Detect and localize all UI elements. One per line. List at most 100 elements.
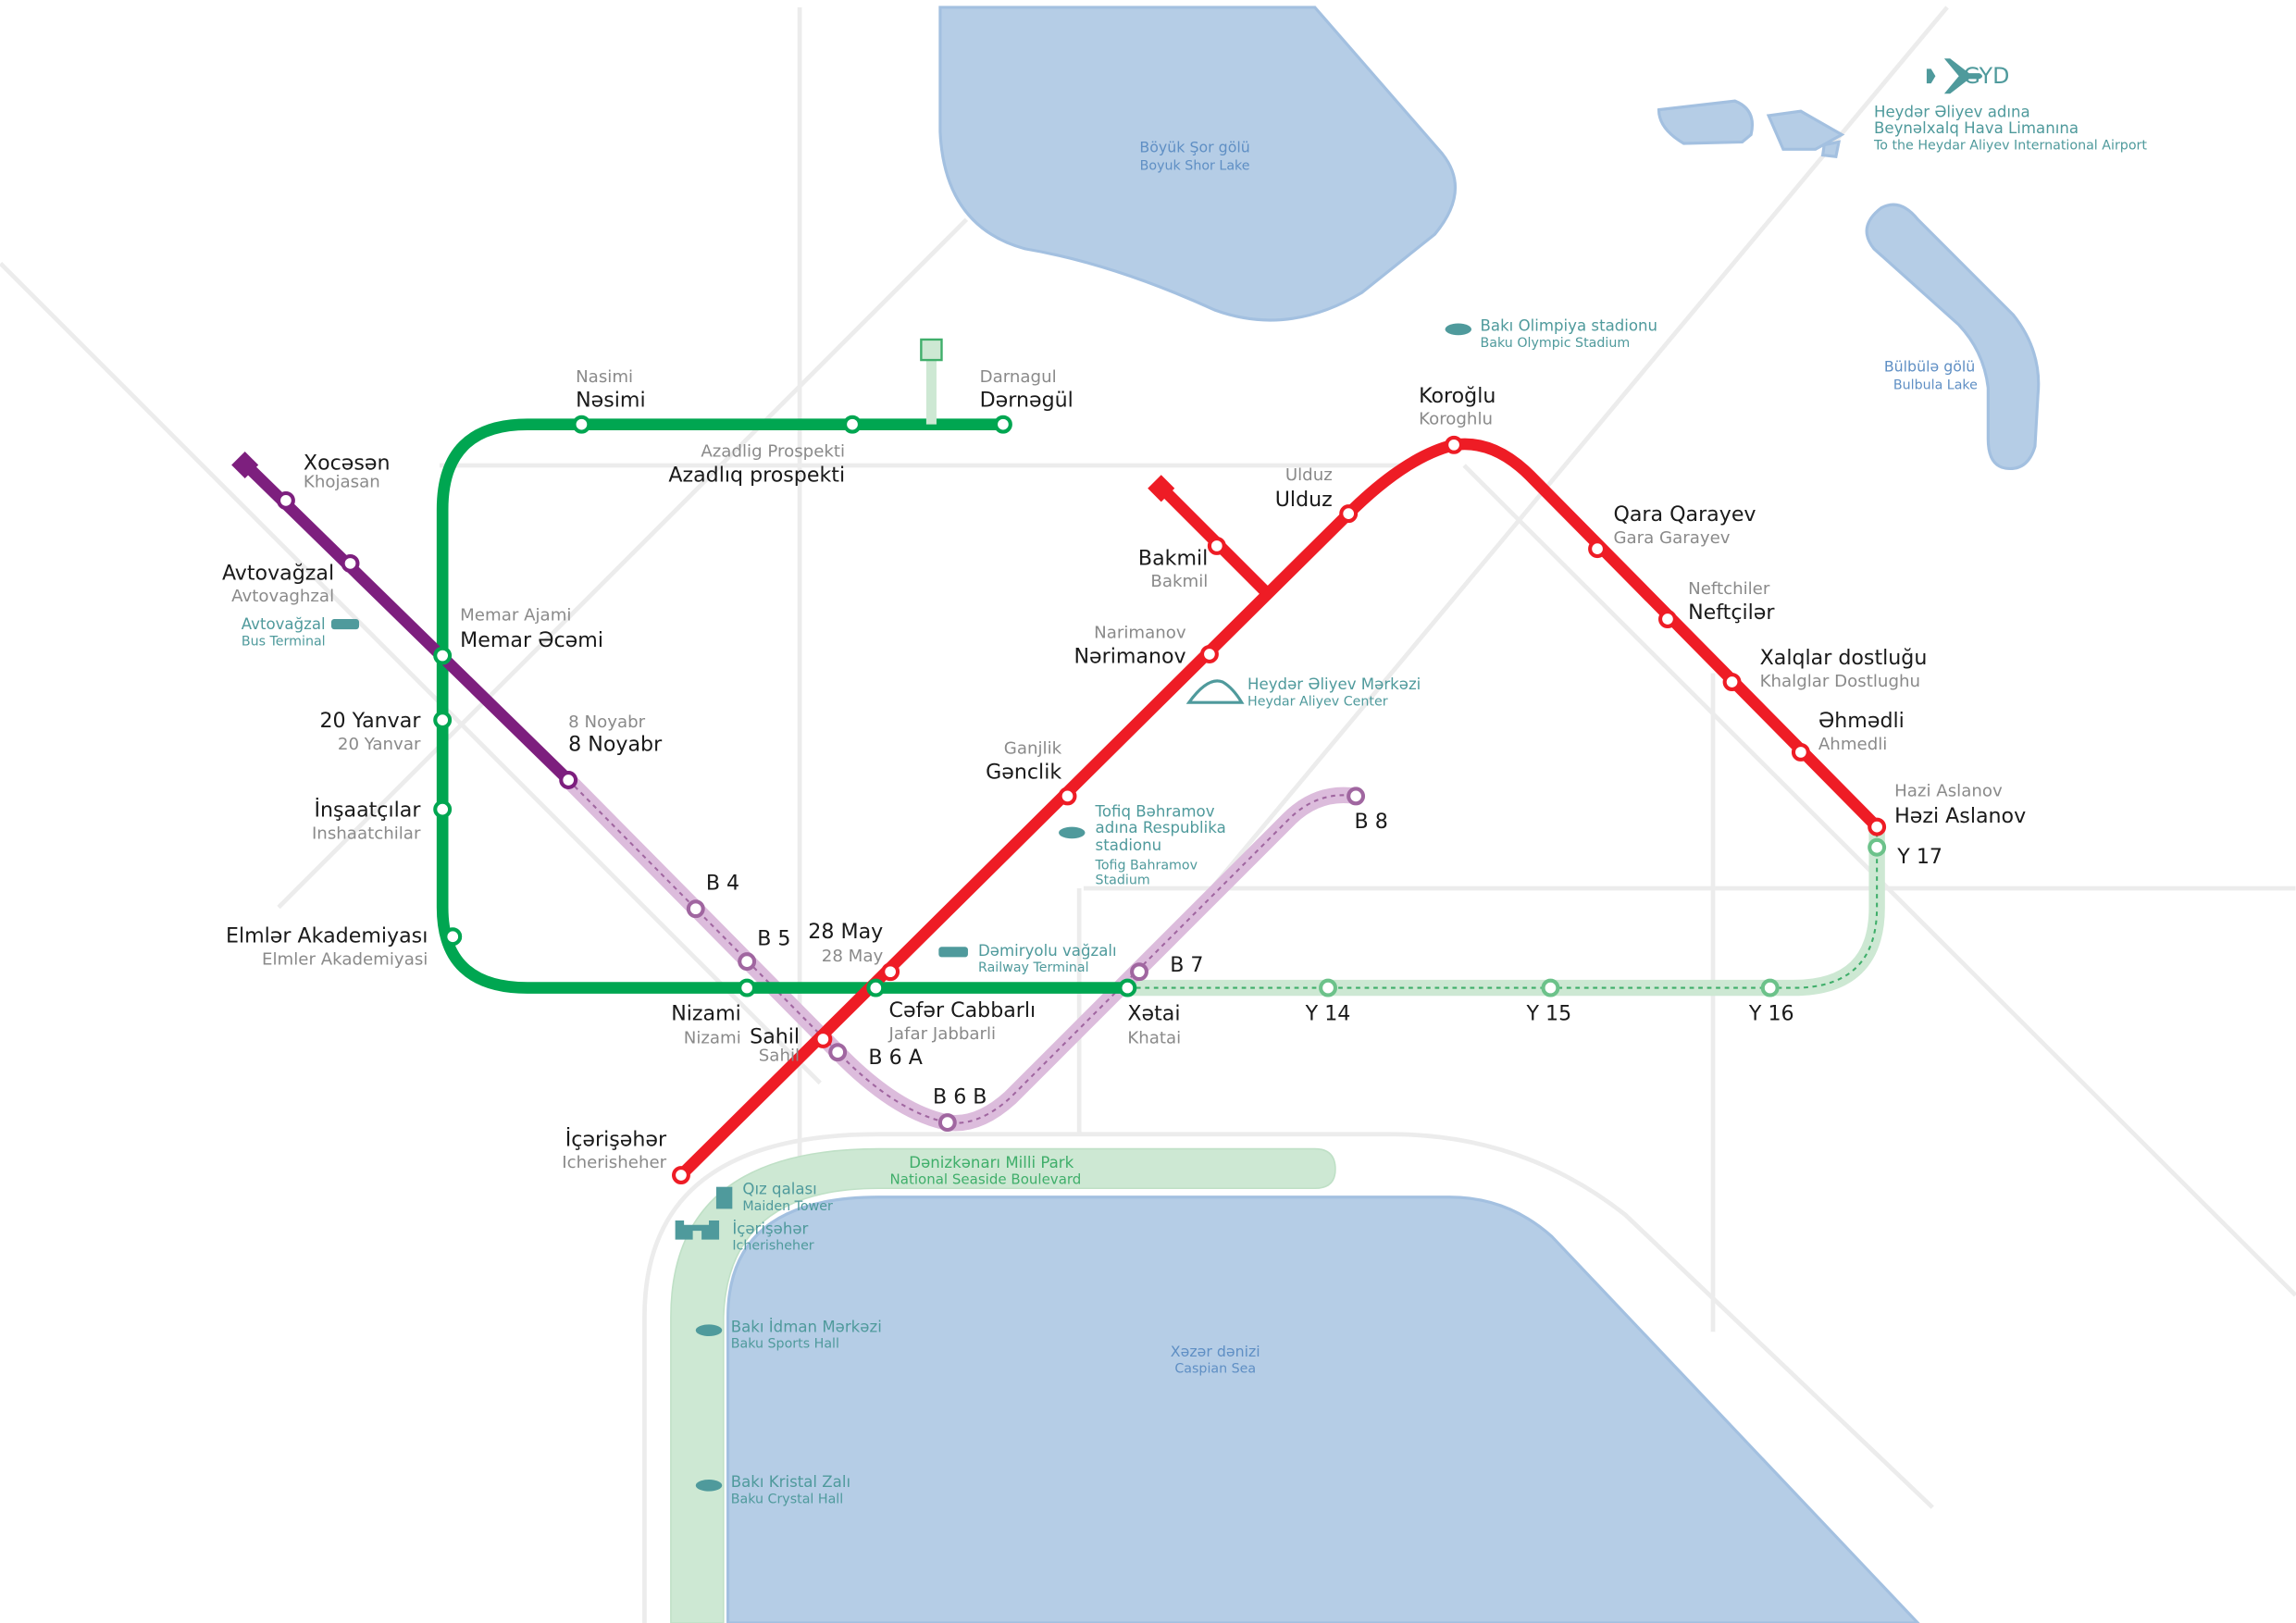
station-marker[interactable]	[1347, 787, 1366, 806]
station-name[interactable]: İnşaatçılar	[314, 797, 421, 823]
station-name[interactable]: Sahil	[750, 1025, 800, 1049]
poi-tofiq-stadium[interactable]: Tofiq Bəhramov adına Respublika stadionu…	[1059, 803, 1226, 888]
station-name[interactable]: 28 May	[808, 920, 883, 944]
station-marker[interactable]	[433, 799, 453, 819]
station-b7[interactable]: B 7	[1130, 953, 1204, 982]
station-marker[interactable]	[1541, 978, 1560, 997]
station-marker[interactable]	[881, 962, 900, 982]
station-name[interactable]: Gənclik	[986, 760, 1061, 784]
station-b8[interactable]: B 8	[1347, 787, 1388, 834]
station-name[interactable]: Y 15	[1526, 1001, 1572, 1025]
station-name[interactable]: Nərimanov	[1074, 644, 1185, 668]
station-marker[interactable]	[1760, 978, 1780, 997]
station-b6b[interactable]: B 6 B	[933, 1085, 987, 1133]
station-name[interactable]: Avtovağzal	[222, 561, 334, 585]
station-name[interactable]: Dərnəgül	[980, 389, 1074, 413]
station-marker[interactable]	[738, 952, 757, 972]
station-name[interactable]: Azadlıq prospekti	[668, 463, 845, 487]
station-marker[interactable]	[276, 490, 295, 510]
station-name[interactable]: Y 14	[1305, 1001, 1351, 1025]
station-name[interactable]: B 8	[1355, 810, 1388, 834]
station-name[interactable]: Nəsimi	[576, 389, 646, 413]
poi-crystal-hall[interactable]: Bakı Kristal Zalı Baku Crystal Hall	[695, 1473, 850, 1506]
station-marker[interactable]	[433, 711, 453, 730]
station-name[interactable]: 20 Yanvar	[319, 709, 421, 733]
station-marker[interactable]	[1058, 787, 1077, 806]
station-name[interactable]: Y 17	[1896, 845, 1942, 869]
station-y16[interactable]: Y 16	[1748, 978, 1794, 1026]
station-name[interactable]: B 6 B	[933, 1085, 987, 1109]
station-marker[interactable]	[341, 553, 360, 573]
station-name[interactable]: Əhmədli	[1818, 709, 1905, 733]
station-marker[interactable]	[1791, 742, 1810, 762]
poi-olympic-stadium[interactable]: Bakı Olimpiya stadionu Baku Olympic Stad…	[1445, 316, 1658, 351]
station-marker[interactable]	[672, 1166, 690, 1184]
station-name[interactable]: B 6 A	[868, 1046, 922, 1070]
station-marker[interactable]	[813, 1029, 833, 1048]
station-marker[interactable]	[1588, 539, 1607, 559]
station-marker[interactable]	[738, 978, 757, 997]
station-name[interactable]: Qara Qarayev	[1613, 502, 1756, 527]
station-marker[interactable]	[1722, 673, 1742, 691]
station-marker[interactable]	[1319, 978, 1338, 997]
station-name[interactable]: Neftçilər	[1688, 601, 1775, 625]
poi-seaside-park[interactable]: Dənizkənarı Milli Park National Seaside …	[890, 1154, 1082, 1187]
station-name[interactable]: B 4	[706, 872, 739, 896]
station-name[interactable]: 8 Noyabr	[568, 732, 663, 756]
poi-baku-sports-hall[interactable]: Bakı İdman Mərkəzi Baku Sports Hall	[695, 1318, 882, 1352]
station-marker[interactable]	[937, 1113, 957, 1133]
station-marker[interactable]	[433, 646, 453, 665]
station-name[interactable]: Elmlər Akademiyası	[226, 924, 428, 948]
poi-bus-terminal[interactable]: Avtovağzal Bus Terminal	[242, 615, 360, 649]
poi-maiden-tower[interactable]: Qız qalası Maiden Tower	[715, 1181, 833, 1214]
station-marker[interactable]	[843, 415, 862, 434]
station-marker[interactable]	[1868, 817, 1887, 836]
station-b5[interactable]: B 5	[738, 927, 791, 972]
station-marker[interactable]	[993, 415, 1012, 434]
station-name[interactable]: Xocəsən	[304, 452, 391, 476]
station-name[interactable]: Koroğlu	[1419, 384, 1496, 408]
station-name[interactable]: Cəfər Cabbarlı	[889, 998, 1036, 1022]
station-marker[interactable]	[828, 1043, 848, 1062]
poi-icherisheher[interactable]: İçərişəhər Icherisheher	[675, 1220, 814, 1254]
station-name[interactable]: B 5	[757, 927, 790, 951]
station-y15[interactable]: Y 15	[1526, 978, 1572, 1026]
poi-aliyev-center[interactable]: Heydər Əliyev Mərkəzi Heydar Aliyev Cent…	[1185, 675, 1421, 709]
station-b6a[interactable]: B 6 A	[828, 1043, 923, 1070]
station-marker[interactable]	[1868, 837, 1887, 857]
station-marker[interactable]	[1207, 536, 1226, 555]
station-y17[interactable]: Y 17	[1868, 837, 1942, 869]
poi-airport[interactable]: GYD Heydər Əliyev adına Beynəlxalq Hava …	[1873, 58, 2147, 153]
station-marker[interactable]	[1130, 962, 1148, 982]
station-marker[interactable]	[1445, 435, 1464, 454]
station-marker[interactable]	[866, 978, 886, 997]
station-y14[interactable]: Y 14	[1305, 978, 1351, 1026]
station-marker[interactable]	[1118, 978, 1137, 997]
station-b4[interactable]: B 4	[686, 872, 739, 919]
station-marker[interactable]	[559, 771, 578, 789]
station-name[interactable]: B 7	[1170, 953, 1203, 977]
station-name[interactable]: Y 16	[1748, 1001, 1794, 1025]
